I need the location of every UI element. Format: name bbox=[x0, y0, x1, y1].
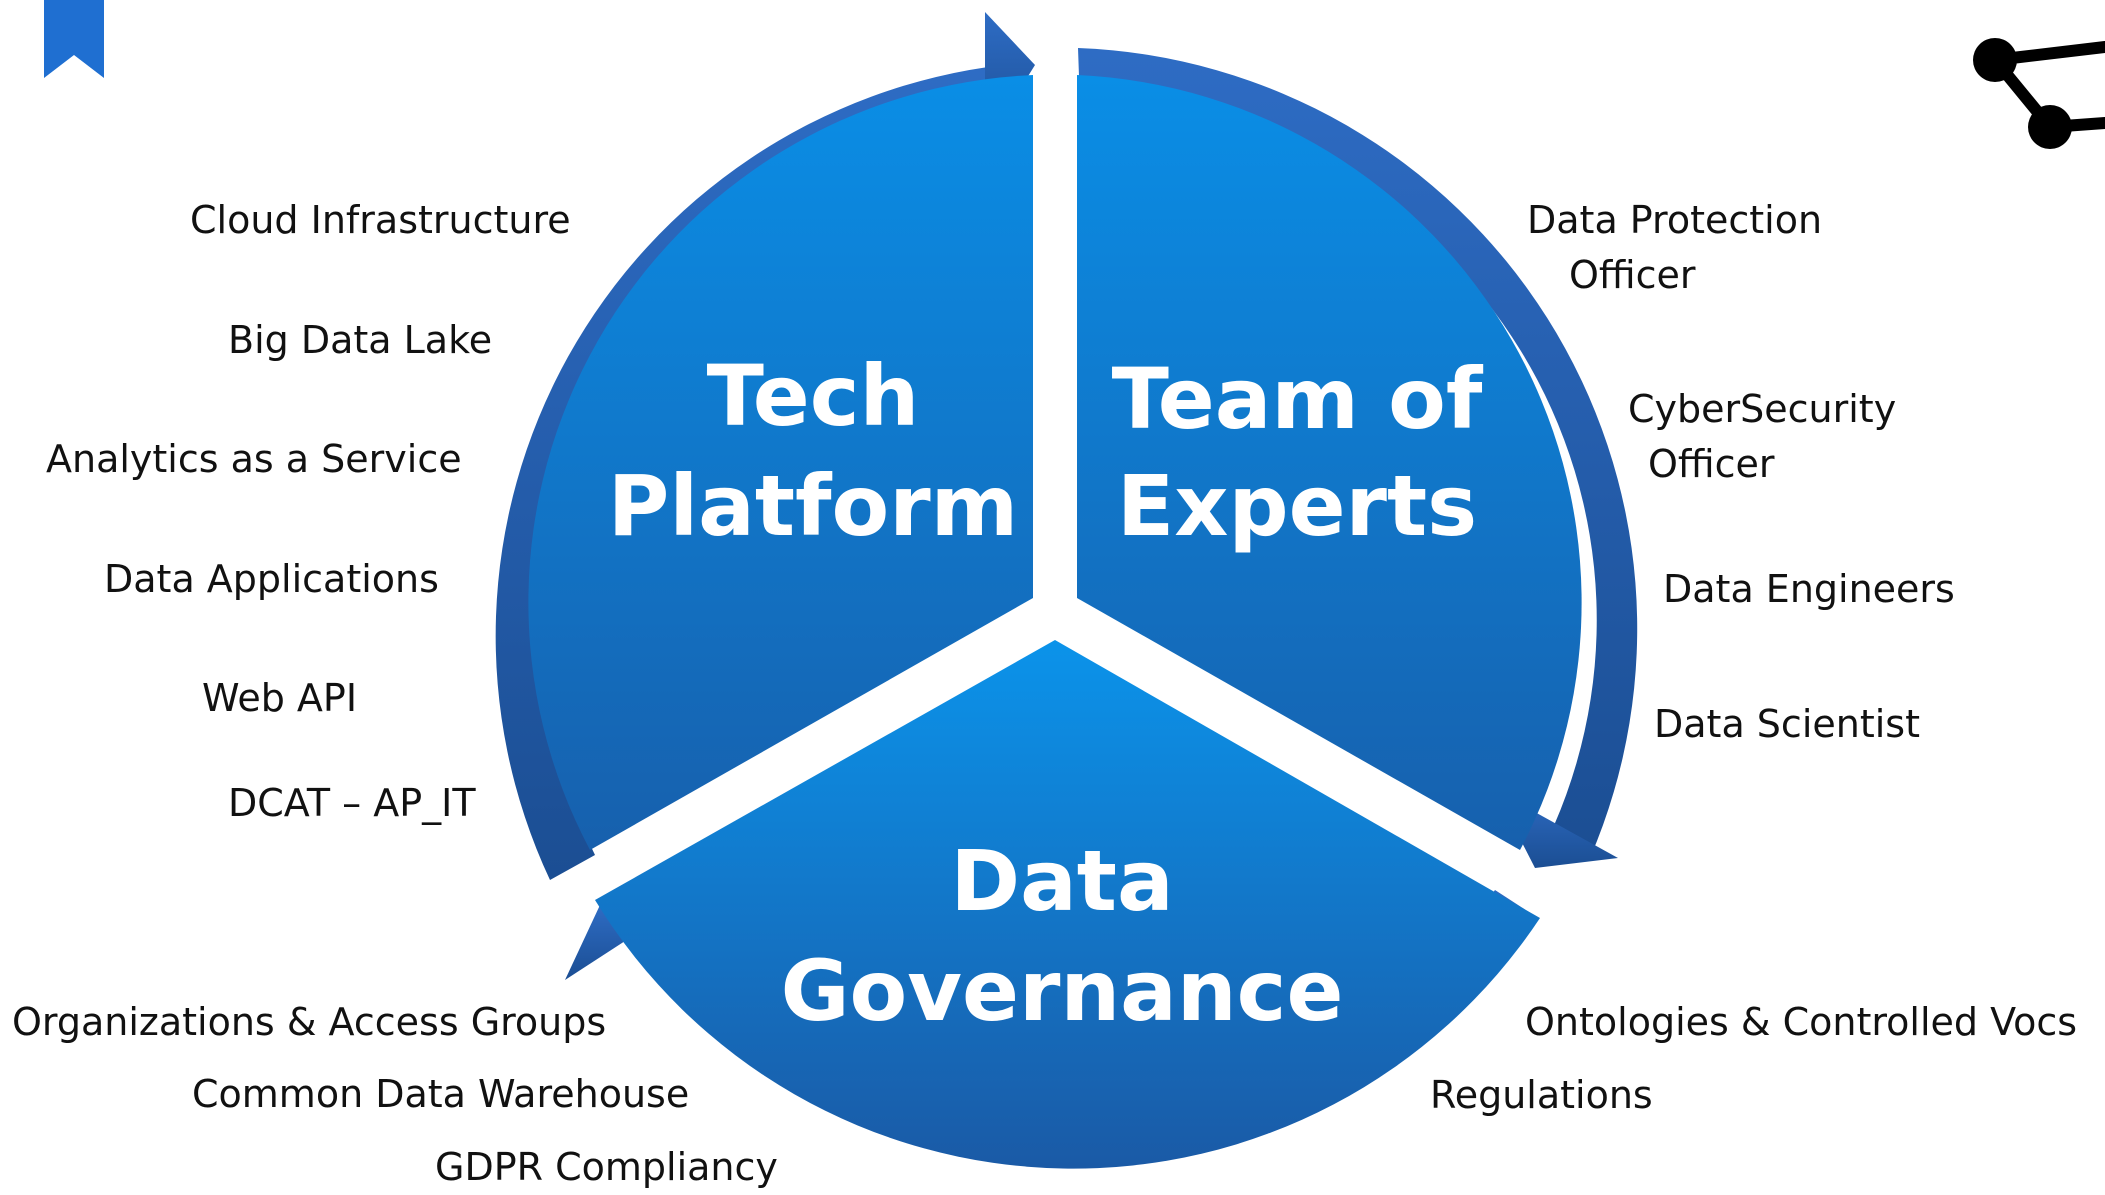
segment-team-of-experts bbox=[1077, 75, 1582, 850]
tech-item-data-applications: Data Applications bbox=[104, 557, 439, 601]
gov-item-gdpr: GDPR Compliancy bbox=[435, 1145, 778, 1189]
team-item-data-scientist: Data Scientist bbox=[1654, 702, 1920, 746]
team-item-dpo-line2: Officer bbox=[1569, 253, 1696, 297]
bookmark-icon bbox=[44, 0, 104, 78]
tech-item-analytics-service: Analytics as a Service bbox=[46, 437, 462, 481]
tech-item-dcat: DCAT – AP_IT bbox=[228, 781, 476, 825]
team-item-cybersecurity-officer: CyberSecurity Officer bbox=[1628, 382, 1896, 492]
tech-item-big-data-lake: Big Data Lake bbox=[228, 318, 493, 362]
segment-data-governance bbox=[595, 640, 1540, 1169]
segment-title-platform: Platform bbox=[608, 457, 1018, 555]
segment-tech-platform bbox=[528, 75, 1033, 850]
gov-item-regulations: Regulations bbox=[1430, 1073, 1653, 1117]
team-item-cso-line1: CyberSecurity bbox=[1628, 387, 1897, 431]
tech-item-web-api: Web API bbox=[202, 676, 358, 720]
gov-item-ontologies: Ontologies & Controlled Vocs bbox=[1525, 1000, 2078, 1044]
team-item-cso-line2: Officer bbox=[1648, 442, 1775, 486]
gov-item-common-data-warehouse: Common Data Warehouse bbox=[192, 1072, 690, 1116]
team-item-data-protection-officer: Data Protection Officer bbox=[1527, 193, 1822, 303]
segment-title-governance: Governance bbox=[781, 942, 1344, 1040]
segment-title-experts: Experts bbox=[1117, 457, 1477, 555]
team-item-dpo-line1: Data Protection bbox=[1527, 198, 1823, 242]
team-item-data-engineers: Data Engineers bbox=[1663, 567, 1955, 611]
segment-title-tech: Tech bbox=[707, 347, 920, 445]
gov-item-organizations: Organizations & Access Groups bbox=[12, 1000, 607, 1044]
share-nodes-icon[interactable] bbox=[1970, 25, 2105, 155]
tech-item-cloud-infrastructure: Cloud Infrastructure bbox=[190, 198, 571, 242]
segment-title-data: Data bbox=[950, 832, 1173, 930]
segment-title-team-of: Team of bbox=[1112, 350, 1484, 448]
